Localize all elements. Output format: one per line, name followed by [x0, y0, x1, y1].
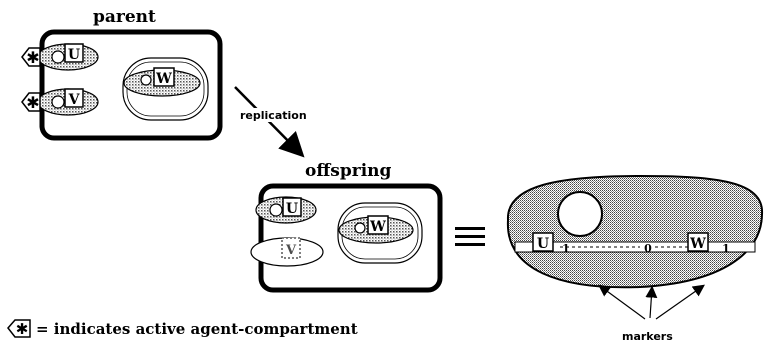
legend-text: = indicates active agent-compartment	[36, 320, 358, 338]
agent-w-label: W	[155, 71, 172, 87]
offspring-label: offspring	[305, 161, 392, 181]
parent-compartment-w: W	[122, 57, 209, 121]
parent-label: parent	[93, 7, 156, 27]
offspring-agent-v-label: V	[285, 243, 297, 258]
offspring-cell: U V W	[250, 183, 443, 293]
svg-text:✱: ✱	[26, 48, 39, 67]
svg-text:✱: ✱	[16, 320, 29, 338]
parent-cell: U ✱ V ✱ W	[21, 29, 223, 141]
offspring-compartment-u: U	[255, 196, 317, 224]
offspring-compartment-w: W	[337, 202, 423, 264]
marker-0: 0	[644, 242, 652, 255]
replication-arrow	[234, 86, 320, 158]
marker-1b: 1	[722, 242, 730, 255]
parent-compartment-u: U ✱	[21, 43, 99, 71]
agent-u-label: U	[68, 47, 80, 63]
asterisk-tag-icon: ✱	[7, 319, 31, 338]
marker-arrows	[598, 284, 705, 320]
svg-text:✱: ✱	[26, 93, 39, 112]
asterisk-tag-icon: ✱	[21, 92, 41, 112]
asterisk-tag-icon: ✱	[21, 47, 41, 67]
genome-strip: U W 1 0 1	[514, 232, 756, 255]
equivalence-symbol	[455, 227, 485, 246]
genome-agent-w-label: W	[689, 236, 706, 252]
offspring-agent-u-label: U	[286, 201, 298, 217]
offspring-agent-w-label: W	[369, 219, 386, 235]
markers-label: markers	[622, 330, 673, 343]
genome-agent-u-label: U	[537, 236, 549, 252]
marker-1a: 1	[562, 242, 570, 255]
replication-label: replication	[240, 109, 307, 122]
agent-v-label: V	[68, 92, 81, 108]
membrane-blob: U W 1 0 1	[506, 174, 764, 289]
parent-compartment-v: V ✱	[21, 88, 99, 116]
offspring-compartment-v-inactive: V	[250, 237, 324, 267]
